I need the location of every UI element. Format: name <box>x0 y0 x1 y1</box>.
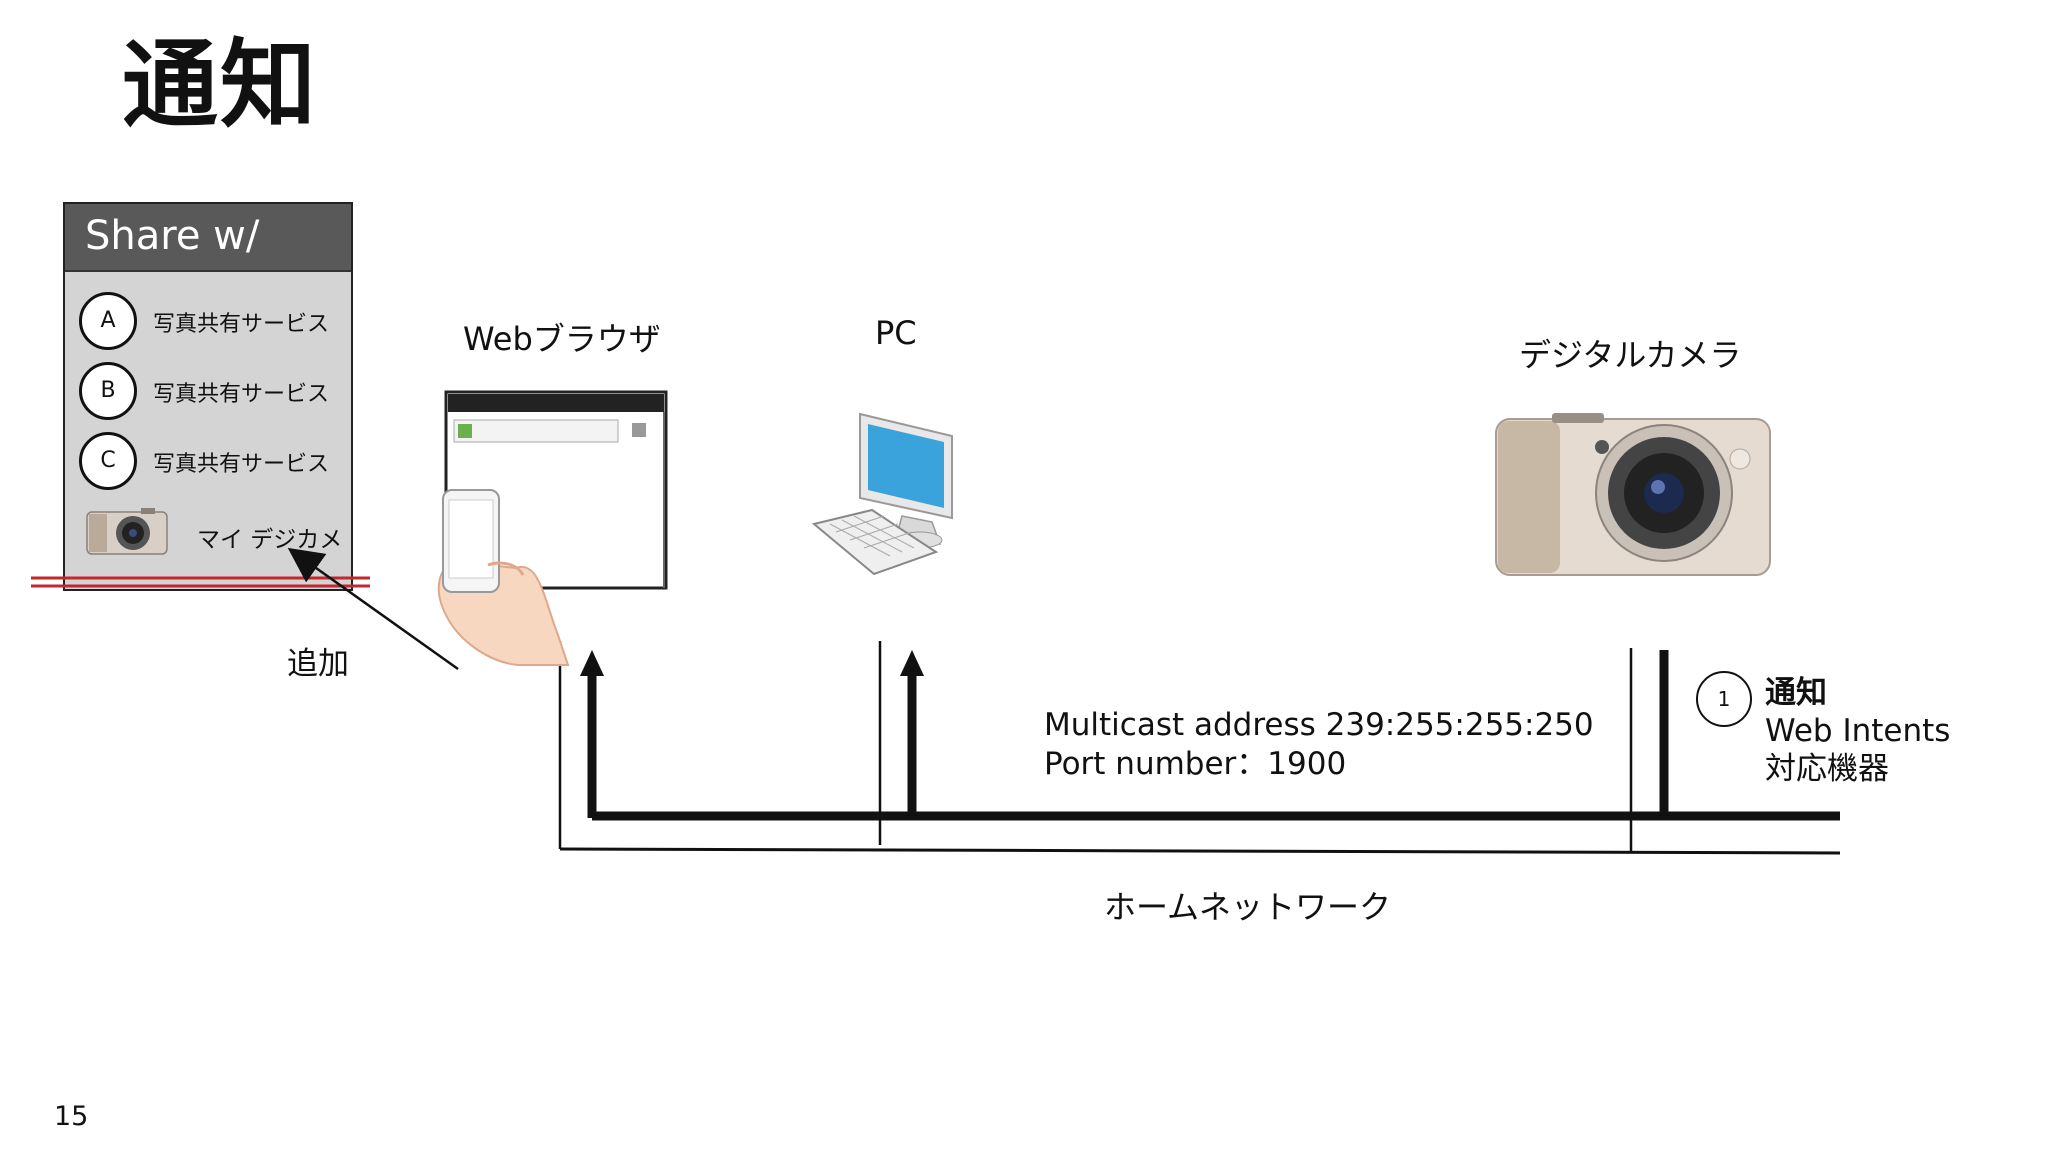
add-label: 追加 <box>287 646 349 682</box>
notify-info: 通知 Web Intents 対応機器 <box>1765 674 1950 788</box>
digital-camera-icon <box>1495 413 1771 576</box>
home-network-line <box>559 847 1841 855</box>
browser-label: Webブラウザ <box>463 320 661 358</box>
browser-arrow-head <box>580 650 604 676</box>
red-double-line <box>31 576 370 588</box>
notify-line2: 対応機器 <box>1765 751 1889 787</box>
share-item-c[interactable]: C 写真共有サービス <box>79 432 349 494</box>
camera-thumbnail-icon <box>86 508 168 555</box>
share-item-b[interactable]: B 写真共有サービス <box>79 362 349 424</box>
share-item-label: 写真共有サービス <box>153 452 330 477</box>
phone-browser-icon <box>437 390 668 666</box>
share-item-label: 写真共有サービス <box>153 382 330 407</box>
pc-arrow-head <box>900 650 924 676</box>
share-item-badge: A <box>79 292 137 350</box>
share-item-a[interactable]: A 写真共有サービス <box>79 292 349 354</box>
share-panel: Share w/ A 写真共有サービス B 写真共有サービス C 写真共有サービ… <box>63 202 353 591</box>
multicast-info: Multicast address 239:255:255:250 Port n… <box>1044 706 1594 784</box>
notify-title: 通知 <box>1765 675 1827 711</box>
camera-label: デジタルカメラ <box>1519 336 1742 374</box>
multicast-address: Multicast address 239:255:255:250 <box>1044 707 1594 743</box>
add-arrow <box>287 547 459 671</box>
port-number: Port number：1900 <box>1044 746 1347 782</box>
step-number-badge: 1 <box>1696 671 1752 727</box>
pc-label: PC <box>875 314 917 352</box>
home-network-label: ホームネットワーク <box>1104 888 1392 926</box>
slide-title: 通知 <box>122 29 318 141</box>
notify-line1: Web Intents <box>1765 713 1951 749</box>
pc-icon <box>812 412 953 576</box>
share-panel-header: Share w/ <box>65 204 351 272</box>
share-item-badge: C <box>79 432 137 490</box>
share-item-label: 写真共有サービス <box>153 312 330 337</box>
page-number: 15 <box>54 1101 89 1132</box>
share-item-badge: B <box>79 362 137 420</box>
